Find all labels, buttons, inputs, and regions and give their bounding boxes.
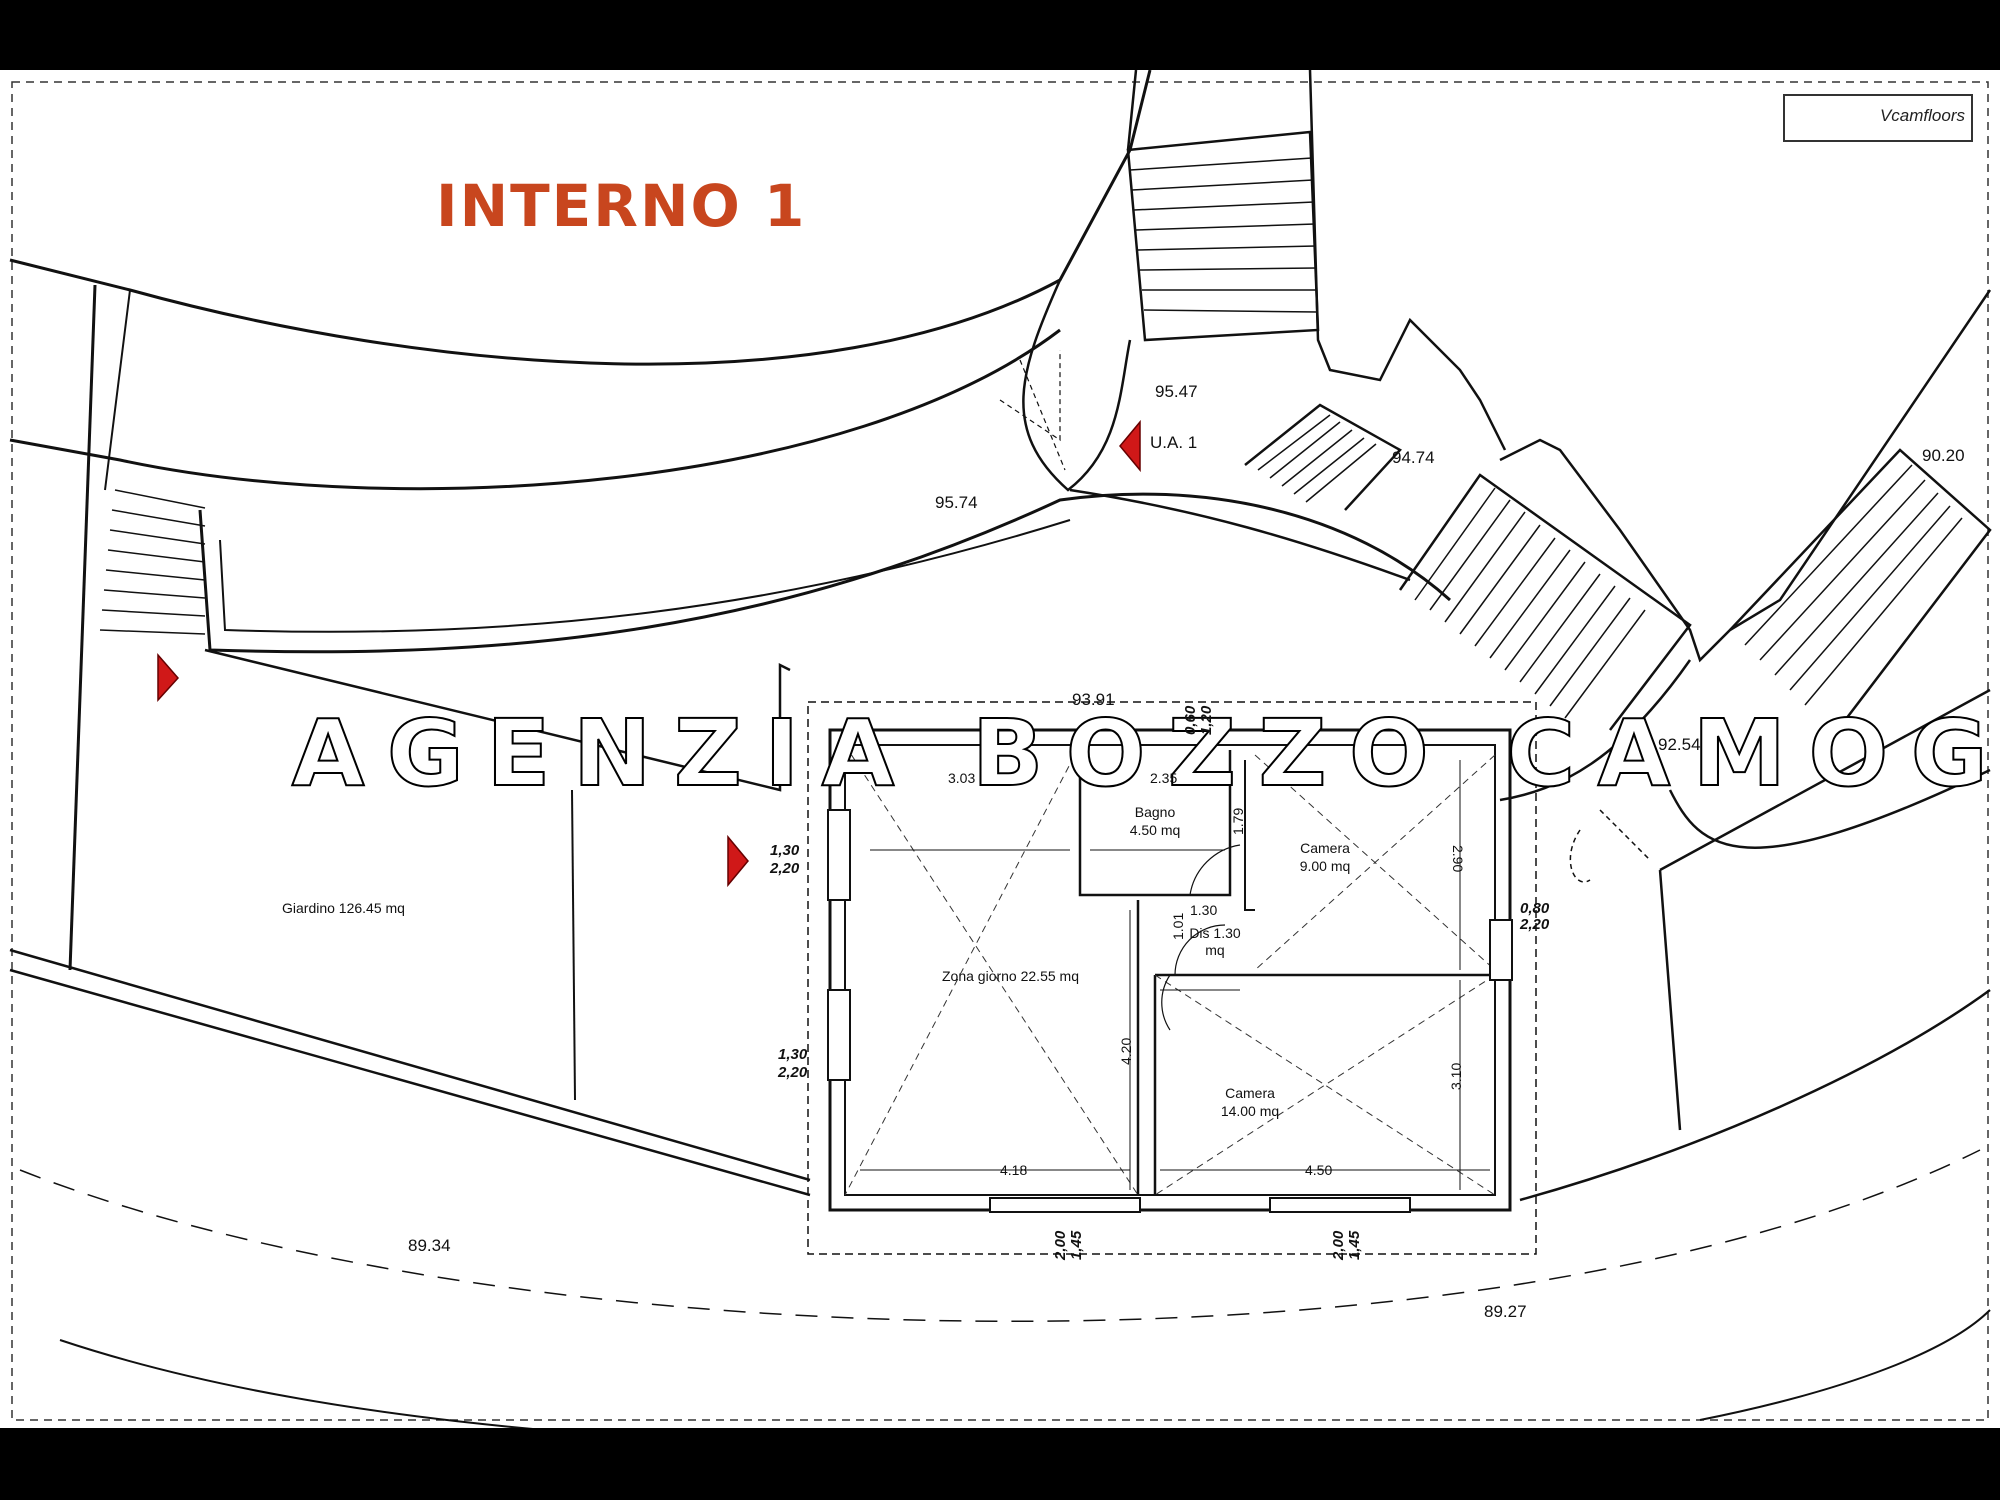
bottom-curve-1 <box>19 1149 1981 1322</box>
dimension-label: 4.50 <box>1305 1162 1333 1178</box>
dimension-label: 1.30 <box>1190 902 1218 918</box>
elevation-label: 93.91 <box>1072 690 1115 709</box>
sheet-border <box>11 81 1989 1421</box>
opening-label: 1,20 <box>1198 705 1215 735</box>
spiral-landing <box>1022 279 1132 492</box>
door-arcs <box>1161 844 1241 1031</box>
room-label-camera-2: Camera <box>1225 1085 1275 1101</box>
elevation-label: 95.47 <box>1155 382 1198 401</box>
room-label-zona-giorno: Zona giorno 22.55 mq <box>942 968 1079 984</box>
right-stairs-3 <box>1729 448 1992 741</box>
opening-label: 1,30 <box>778 1046 808 1063</box>
floor-plan-drawing <box>9 70 1992 1428</box>
top-stairs <box>1126 130 1320 342</box>
opening-label: 0,60 <box>1182 705 1199 735</box>
elevation-label: 89.34 <box>408 1236 451 1255</box>
marker-center-icon <box>727 834 749 888</box>
apartment-diagonals <box>844 744 1496 1196</box>
dimension-label: 1.01 <box>1170 912 1186 940</box>
logo-text: Vcamfloors <box>1879 106 1965 125</box>
garden-boundary <box>9 948 811 1197</box>
opening-label: 2,20 <box>1520 916 1550 933</box>
elevation-label: 92.54 <box>1658 735 1701 754</box>
room-label-bagno: Bagno <box>1134 804 1176 820</box>
page-title: INTERNO 1 <box>436 172 807 240</box>
upper-road-inner <box>9 328 1061 491</box>
opening-label: 2,20 <box>770 860 800 877</box>
dimension-label: 4.20 <box>1118 1037 1134 1065</box>
mid-road-inner <box>219 519 1071 633</box>
dimension-label: 1.79 <box>1230 807 1246 835</box>
opening-label: 1,30 <box>770 842 800 859</box>
room-label-camera-1: Camera <box>1300 840 1350 856</box>
elevation-label: 89.27 <box>1484 1302 1527 1321</box>
opening-label: 2,00 <box>1330 1230 1347 1260</box>
dimension-label: 2.35 <box>1150 770 1178 786</box>
unit-label: U.A. 1 <box>1150 433 1198 452</box>
room-area-bagno: 4.50 mq <box>1129 822 1181 838</box>
dimension-label: 3.03 <box>948 770 976 786</box>
room-label-dis: Dis 1.30 <box>1189 925 1241 941</box>
right-stairs-2 <box>1398 473 1692 731</box>
room-area-camera-1: 9.00 mq <box>1299 858 1351 874</box>
opening-label: 2,20 <box>778 1064 808 1081</box>
upper-road <box>9 70 1152 366</box>
windows <box>827 809 1513 1213</box>
opening-label: 1,45 <box>1068 1230 1085 1260</box>
mid-road <box>198 492 1452 654</box>
dimension-label: 3.10 <box>1448 1062 1464 1090</box>
bottom-black-bar <box>0 1428 2000 1500</box>
garden-divider <box>571 789 576 1101</box>
bottom-curve-3 <box>1699 1309 1991 1421</box>
left-stairs <box>99 489 206 635</box>
elevation-label: 95.74 <box>935 493 978 512</box>
opening-label: 2,00 <box>1052 1230 1069 1260</box>
room-area-camera-2: 14.00 mq <box>1220 1103 1280 1119</box>
elevation-label: 94.74 <box>1392 448 1435 467</box>
bottom-curve-2 <box>59 1339 534 1428</box>
opening-label: 0,80 <box>1520 900 1550 917</box>
logo-box: Vcamfloors <box>1783 94 1973 142</box>
garden-top-edge <box>204 648 791 792</box>
dimension-label: 4.18 <box>1000 1162 1028 1178</box>
dimension-lines <box>860 760 1490 1190</box>
dimension-label: 2.90 <box>1450 845 1466 873</box>
elevation-label: 90.20 <box>1922 446 1965 465</box>
marker-ua-icon <box>1119 419 1141 473</box>
marker-left-icon <box>157 652 180 702</box>
watermark-text: AGENZIA BOZZO CAMOGLI <box>291 699 2000 808</box>
floor-plan-sheet: Vcamfloors INTERNO 1 AGENZIA BOZZO CAMOG… <box>0 70 2000 1428</box>
top-black-bar <box>0 0 2000 70</box>
right-stairs-1 <box>1244 403 1402 511</box>
room-label-giardino: Giardino 126.45 mq <box>282 900 405 916</box>
opening-label: 1,45 <box>1346 1230 1363 1260</box>
room-area-dis: mq <box>1205 942 1225 958</box>
